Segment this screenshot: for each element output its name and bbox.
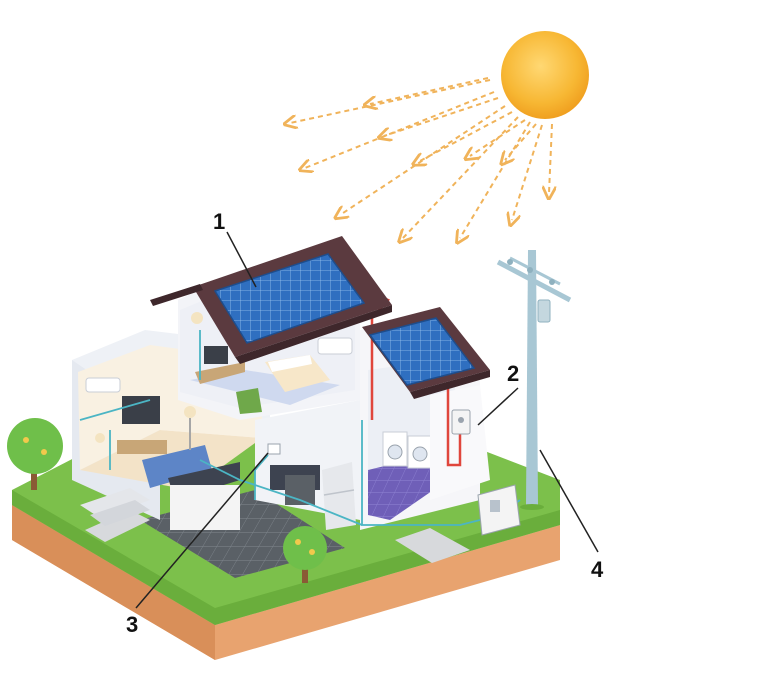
solar-panel-icon xyxy=(368,317,476,386)
utility-pole-icon xyxy=(496,250,572,510)
callout-4-label: 4 xyxy=(591,557,604,582)
callout-2-label: 2 xyxy=(507,361,519,386)
meter-icon xyxy=(477,484,521,536)
solar-panel-icon xyxy=(213,253,366,344)
callout-leaders xyxy=(135,231,599,609)
callout-3-label: 3 xyxy=(126,612,138,637)
inverter-icon xyxy=(451,409,471,435)
ac-wiring xyxy=(79,319,521,526)
house-kitchen xyxy=(255,400,360,530)
sun-rays xyxy=(290,77,552,238)
house-left-wing xyxy=(72,330,270,530)
tree-icon xyxy=(7,418,63,490)
tree-icon xyxy=(283,526,327,583)
callout-1-label: 1 xyxy=(213,209,225,234)
sun-icon xyxy=(501,31,589,119)
